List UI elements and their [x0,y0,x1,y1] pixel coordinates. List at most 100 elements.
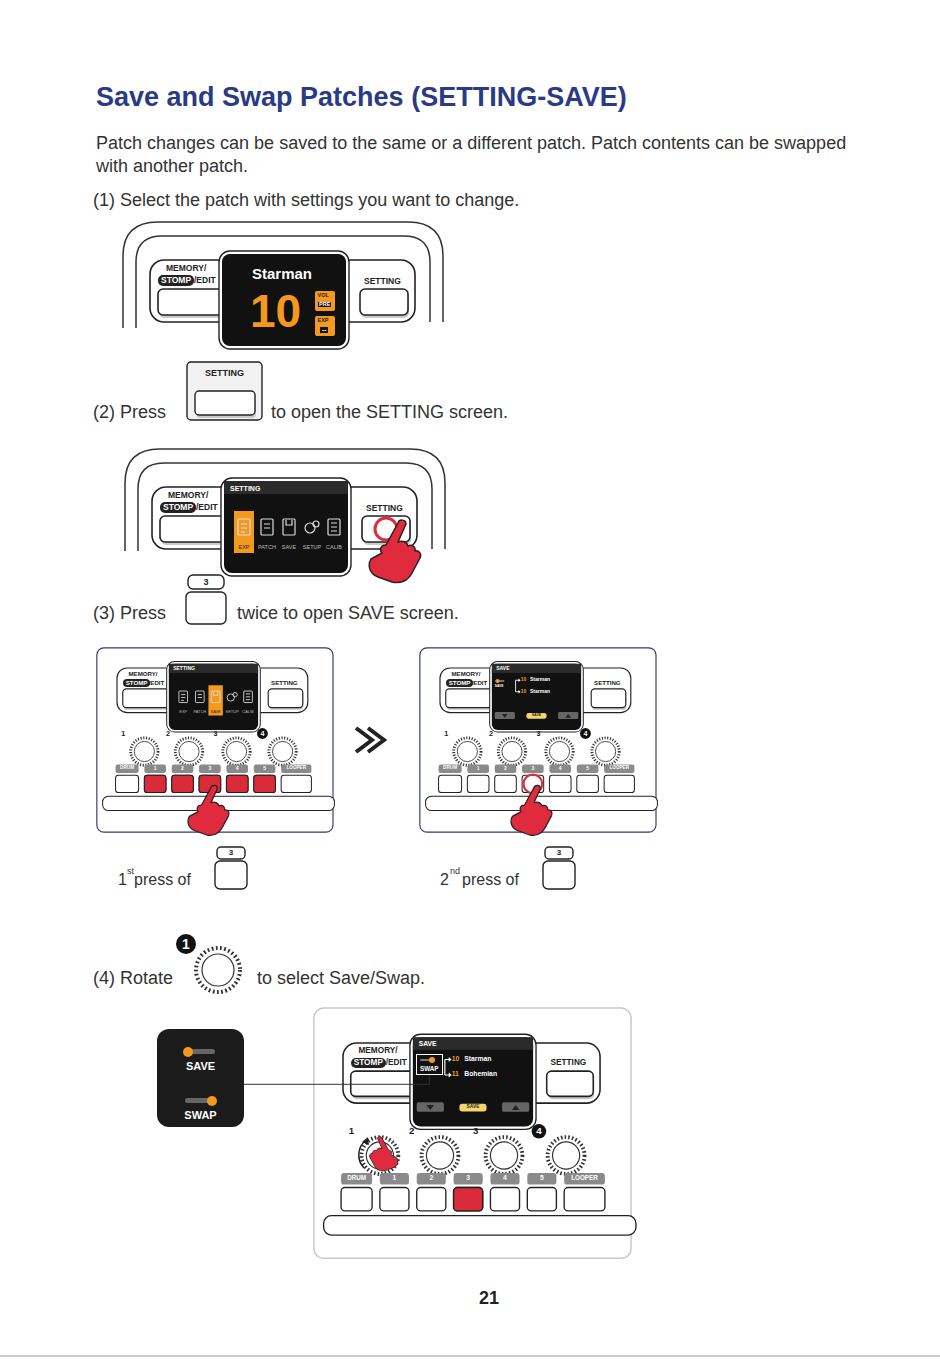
graphic [426,728,658,810]
label: 4 [260,730,264,737]
device-illustration-1 [150,251,415,349]
label: SETTING [230,485,260,492]
label: STOMP [446,679,474,687]
label: PRE [318,302,331,308]
graphic [172,775,194,792]
label: 1 [349,1126,354,1136]
label: 4 [536,1126,541,1136]
label: 3 [229,849,233,857]
label: SETTING [173,666,195,671]
label: Starman [252,266,312,281]
label: 3 [473,1126,478,1136]
label: st [127,867,134,876]
label: PATCH [193,710,206,714]
label: -- [320,327,328,334]
graphic [413,1037,533,1112]
label: STOMP [123,679,151,687]
label: MEMORY/ [129,671,158,677]
rotate-arrow [359,1140,366,1168]
rotate-arrowhead [362,1137,369,1145]
graphic [315,291,335,311]
label: 2 [166,730,170,737]
graphic [103,728,335,810]
label: /EDIT [472,680,488,686]
graphic [202,954,234,986]
callout-box: SAVESWAP [157,1029,244,1127]
label: (2) Press [93,403,166,421]
graphic [217,847,245,859]
toggle-indicator-box: SWAP [416,1054,443,1075]
label: 2 [181,766,184,771]
graphic [454,1188,483,1211]
label: STOMP [160,502,196,513]
label: EXP [318,318,329,324]
label: LOOPER [609,766,629,771]
label: 10 [452,1056,460,1063]
label: 3 [536,730,540,737]
setting-button-icon [187,362,262,420]
graphic [315,316,335,336]
label: LOOPER [286,766,306,771]
label: press of [134,872,191,888]
label: CALIB [242,710,253,714]
label: STOMP [158,275,194,286]
label: Starman [530,689,550,694]
label: SETUP [226,710,239,714]
label: CALIB [326,545,342,551]
graphic [224,481,348,553]
knob-1-icon [176,934,240,992]
label: 4 [583,730,587,737]
label: (3) Press [93,604,166,622]
label: 1 [154,766,157,771]
graphic [511,785,552,835]
node-text: SWAP [157,1110,244,1121]
graphic [315,291,335,336]
label: 1 [477,766,480,771]
label: SAVE [496,666,509,671]
label: 1 [444,730,448,737]
graphic [195,391,255,415]
label: nd [450,867,460,876]
label: MEMORY/ [359,1047,398,1055]
label: 2 [429,1175,433,1182]
label: 4 [559,766,562,771]
next-arrow [356,728,384,752]
label: /EDIT [386,1059,407,1067]
label: SETTING [271,680,297,686]
label: 10 [250,288,301,334]
label: (4) Rotate [93,969,173,987]
graphic [324,1124,636,1235]
toggle-dot [429,1057,435,1063]
graphic [196,948,240,992]
label: 2 [489,730,493,737]
label: 10 [521,677,527,682]
label: LOOPER [571,1175,598,1181]
graphic [187,362,262,420]
graphic [186,592,226,624]
graphic [224,481,348,494]
leader-line [244,1075,429,1084]
label: 21 [479,1289,499,1307]
graphic [496,679,500,683]
label: SAVE [467,1105,480,1110]
label: 1 [121,730,125,737]
label: 3 [466,1175,470,1182]
graphic [440,662,631,733]
label: SAVE [495,685,504,688]
label: to open the SETTING screen. [271,403,508,421]
graphic [343,1034,600,1129]
graphic [369,520,420,582]
label: 4 [236,766,239,771]
label: 2 [409,1126,414,1136]
label: 1 [118,872,127,888]
label: SETTING [205,369,244,378]
label: SAVE [419,1041,437,1048]
graphic [226,775,248,792]
label: SETUP [303,545,321,551]
graphic [176,934,196,954]
label: SAVE [210,710,220,714]
label: DRUM [347,1175,366,1181]
label: EXP [238,545,249,551]
label: 11 [452,1071,459,1078]
label: SETTING [364,277,401,286]
